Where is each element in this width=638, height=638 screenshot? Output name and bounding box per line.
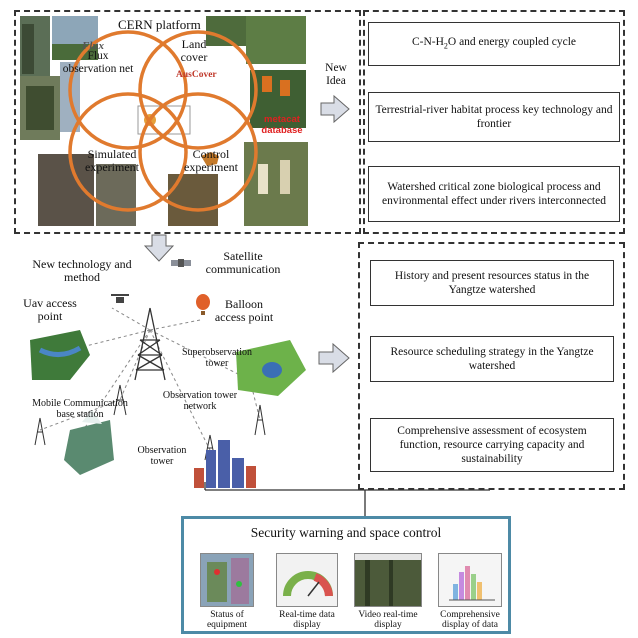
uav-label: Uav access point (23, 296, 77, 323)
gauge-icon (277, 554, 337, 606)
equipment-status-thumb (200, 553, 254, 607)
equipment-status-caption: Status of equipment (206, 610, 248, 630)
collage-graphic (20, 16, 308, 226)
realtime-data-caption: Real-time data display (279, 610, 335, 630)
uav-icon (111, 294, 129, 303)
idea-item-2: Terrestrial-river habitat process key te… (368, 92, 620, 142)
tower-network-label: Observation tower network (162, 390, 238, 412)
comprehensive-data-thumb (438, 553, 502, 607)
cern-platform-title: CERN platform (118, 17, 201, 32)
security-panel: Security warning and space control Statu… (181, 516, 511, 634)
security-title: Security warning and space control (250, 525, 442, 540)
observation-tower-label: Observation tower (137, 445, 187, 467)
cern-platform-region (14, 10, 361, 234)
new-technology-label: New technology and method (32, 257, 132, 284)
balloon-icon (196, 294, 210, 315)
down-arrow (144, 234, 174, 262)
satellite-icon (171, 259, 191, 267)
auscover-logo: AusCover (176, 70, 217, 80)
resource-item-2: Resource scheduling strategy in the Yang… (370, 336, 614, 382)
flux-logo: Flux (82, 40, 105, 52)
land-cover-label: Land cover (180, 37, 208, 64)
video-caption: Video real-time display (358, 610, 418, 630)
cern-collage (18, 14, 310, 228)
simulated-experiment-label: Simulated experiment (85, 147, 139, 174)
realtime-data-thumb (276, 553, 338, 607)
balloon-label: Balloon access point (214, 297, 274, 324)
metacat-label: metacat database (261, 114, 303, 136)
new-idea-label: New Idea (325, 62, 347, 87)
idea-item-3: Watershed critical zone biological proce… (368, 166, 620, 222)
mobile-base-label: Mobile Communication base station (32, 398, 128, 420)
histogram-icon (439, 554, 501, 606)
equipment-map-icon (201, 554, 253, 606)
comprehensive-data-caption: Comprehensive display of data (440, 610, 500, 630)
connector-lines (204, 482, 490, 516)
control-experiment-label: Control experiment (184, 147, 238, 174)
superobservation-label: Superobservation tower (182, 347, 252, 369)
new-idea-region (363, 10, 625, 234)
resource-item-1: History and present resources status in … (370, 260, 614, 306)
video-thumb (354, 553, 422, 607)
resources-region (358, 242, 625, 490)
video-forest-icon (355, 554, 421, 606)
observation-network-illustration (30, 307, 306, 488)
new-idea-arrow (320, 94, 350, 124)
resource-item-3: Comprehensive assessment of ecosystem fu… (370, 418, 614, 472)
satellite-label: Satellite communication (205, 249, 281, 276)
resources-arrow (318, 342, 350, 374)
flux-observation-label: Flux observation net (62, 50, 134, 75)
idea-item-1: C-N-H2O and energy coupled cycle (368, 22, 620, 66)
